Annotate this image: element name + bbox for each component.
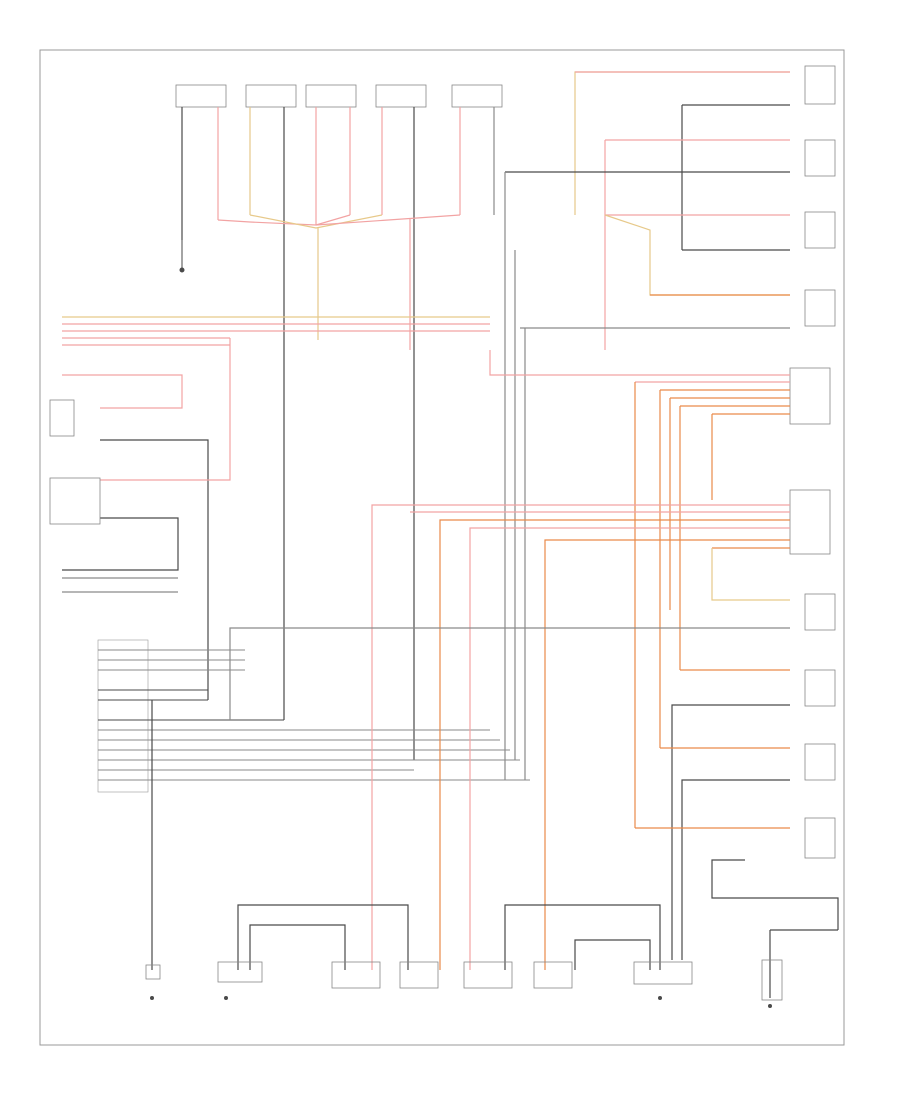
right-switch-6	[804, 669, 836, 707]
top-switch-3	[305, 84, 357, 108]
top-switch-drops	[181, 107, 495, 760]
bottom-grounds	[150, 996, 772, 1008]
top-switch-row	[175, 84, 503, 108]
left-ground	[179, 240, 185, 273]
top-switch-5	[451, 84, 503, 108]
diagram-frame	[39, 49, 845, 1046]
bottom-components	[145, 959, 783, 1001]
right-switch-4	[804, 289, 836, 327]
bottom-comp-7	[633, 961, 693, 985]
bottom-comp-5	[463, 961, 513, 989]
left-components	[49, 399, 101, 525]
bottom-comp-6	[533, 961, 573, 989]
bottom-comp-1	[145, 964, 161, 980]
right-switch-1	[804, 65, 836, 105]
left-connector	[97, 639, 149, 793]
right-switch-3	[804, 211, 836, 249]
right-switch-5	[804, 593, 836, 631]
bottom-comp-4	[399, 961, 439, 989]
bottom-wiring	[237, 904, 661, 970]
bottom-comp-3	[331, 961, 381, 989]
top-splice-lines	[217, 214, 461, 350]
bottom-comp-2	[217, 961, 263, 983]
right-connector-2	[789, 489, 831, 555]
right-switch-8	[804, 817, 836, 859]
top-switch-4	[375, 84, 427, 108]
left-connector-block	[97, 639, 530, 793]
top-switch-1	[175, 84, 227, 108]
top-switch-2	[245, 84, 297, 108]
right-connector-1-wires	[489, 350, 790, 828]
left-mid-wiring	[62, 338, 231, 700]
lower-right-wiring	[229, 627, 839, 998]
right-switch-stack	[789, 65, 836, 859]
bottom-comp-8	[761, 959, 783, 1001]
right-switch-7	[804, 743, 836, 781]
right-switch-2	[804, 139, 836, 177]
right-connector-2-wires	[371, 504, 790, 970]
right-wiring	[504, 71, 790, 780]
left-bus-upper	[62, 316, 490, 346]
left-relay-2	[49, 477, 101, 525]
right-connector-1	[789, 367, 831, 425]
left-relay-1	[49, 399, 75, 437]
